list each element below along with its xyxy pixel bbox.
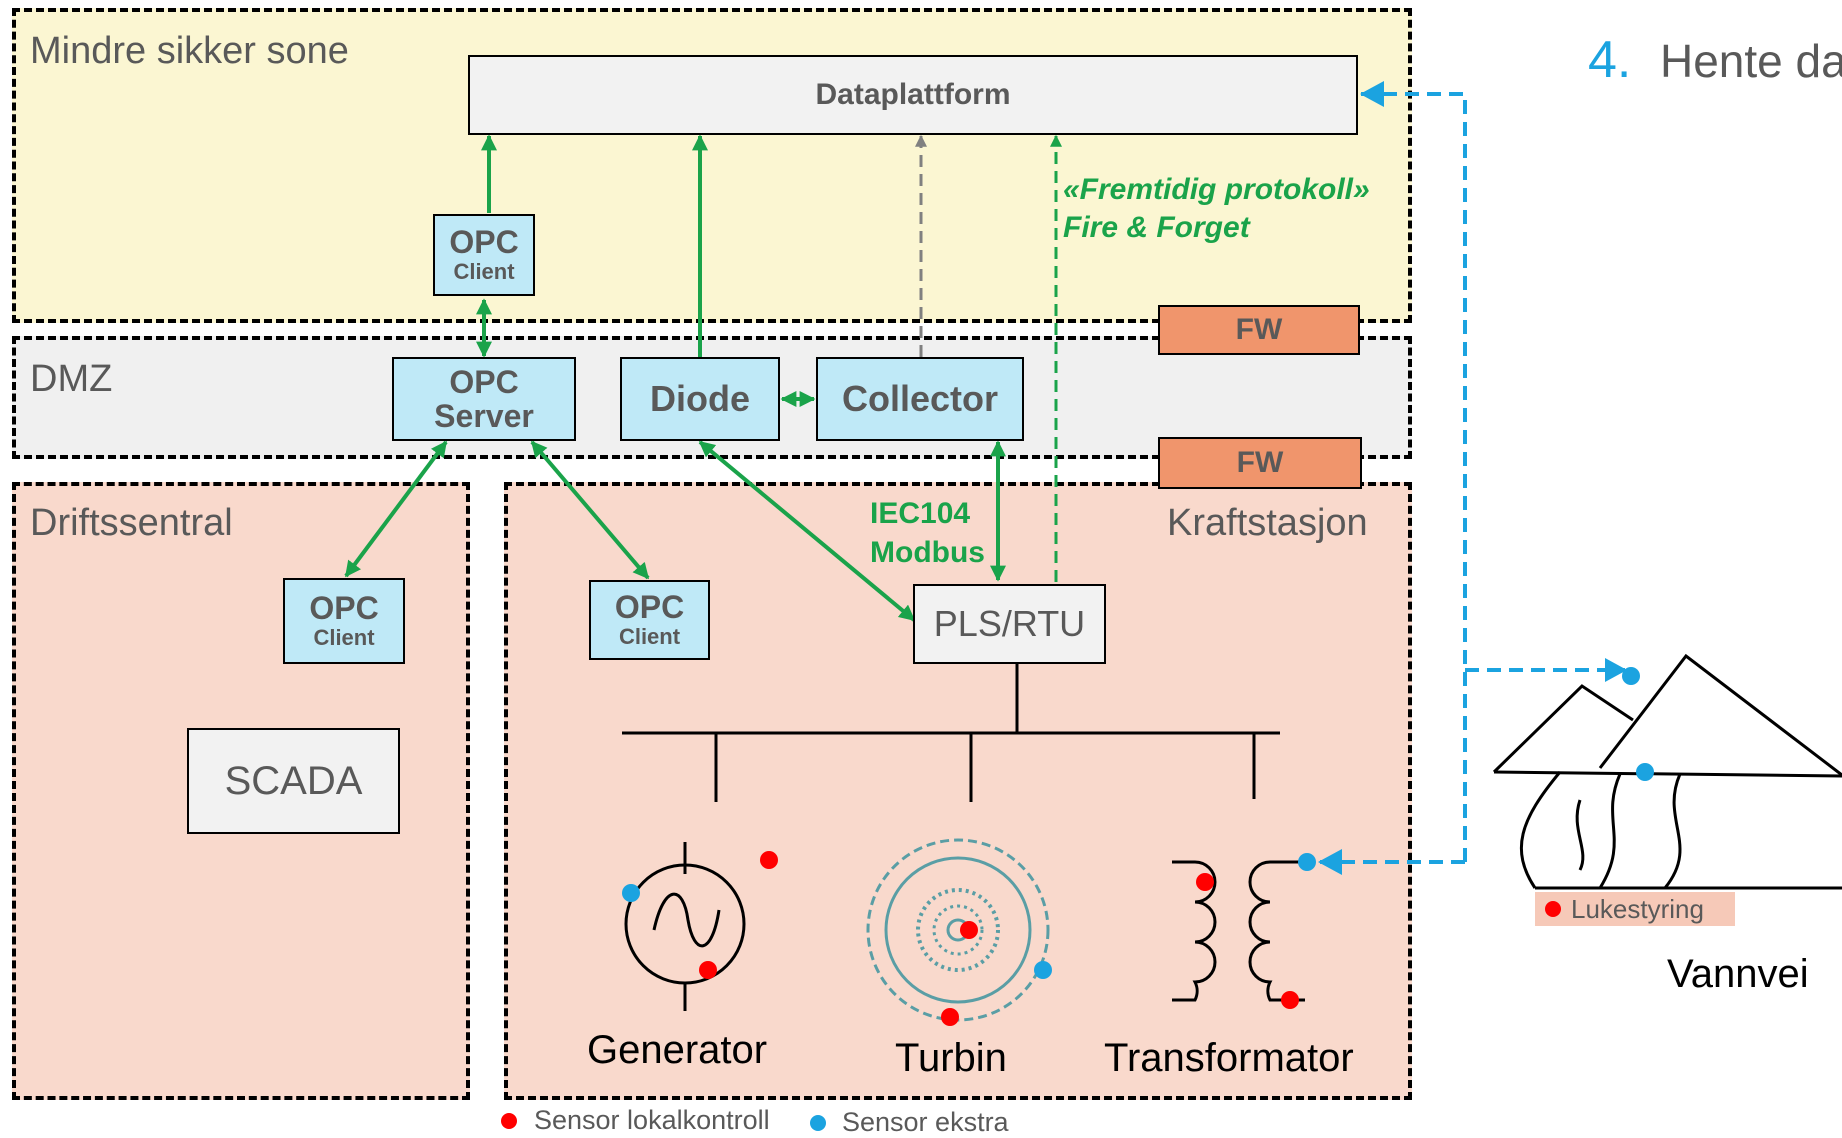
- legend-extra-label: Sensor ekstra: [842, 1107, 1009, 1137]
- collector-box[interactable]: Collector: [816, 357, 1024, 441]
- opc-client-mid-sub: Client: [618, 624, 681, 649]
- zone-label-plant: Kraftstasjon: [1167, 502, 1368, 544]
- opc-client-mid-title: OPC: [614, 589, 685, 625]
- opc-client-top[interactable]: OPC Client: [433, 214, 535, 296]
- gate-control-badge: Lukestyring: [1535, 892, 1735, 926]
- protocol-note-line1: «Fremtidig protokoll»: [1063, 173, 1370, 206]
- dataplatform-label: Dataplattform: [815, 78, 1011, 111]
- step-number: 4.: [1588, 31, 1632, 89]
- opc-client-left-sub: Client: [313, 625, 375, 650]
- gate-control-label: Lukestyring: [1571, 893, 1704, 924]
- arrow-opcserver-mid-client: [530, 440, 650, 580]
- diode-box[interactable]: Diode: [620, 357, 780, 441]
- iec-label-line1: IEC104: [870, 497, 971, 530]
- firewall-1[interactable]: FW: [1158, 305, 1360, 355]
- opc-client-top-title: OPC: [449, 224, 519, 260]
- waterway-label: Vannvei: [1667, 952, 1809, 996]
- blue-arrowhead-transformer: [1318, 849, 1342, 875]
- opc-server-sub: Server: [434, 398, 534, 434]
- diode-label: Diode: [649, 378, 750, 419]
- step-heading: Hente da: [1660, 35, 1842, 87]
- scada-box[interactable]: SCADA: [187, 728, 400, 834]
- turbine-symbol: [866, 838, 1050, 1022]
- transformer-symbol: [1172, 860, 1305, 1002]
- gate-control-dot: [1545, 901, 1561, 917]
- firewall-2[interactable]: FW: [1158, 437, 1362, 489]
- protocol-note-line2: Fire & Forget: [1063, 211, 1250, 244]
- firewall-1-label: FW: [1235, 313, 1283, 346]
- transformer-label: Transformator: [1104, 1036, 1354, 1080]
- blue-arrowhead-platform: [1360, 81, 1384, 107]
- dataplatform-box[interactable]: Dataplattform: [468, 55, 1358, 135]
- opc-server-title: OPC: [449, 364, 519, 400]
- sensor-dots: [501, 667, 1654, 1131]
- arrow-diode-plc: [698, 440, 916, 622]
- turbine-label: Turbin: [895, 1036, 1007, 1080]
- generator-symbol: [624, 842, 746, 1011]
- opc-client-mid[interactable]: OPC Client: [589, 580, 710, 660]
- arrow-opcserver-left-client: [344, 440, 448, 578]
- iec-label-line2: Modbus: [870, 536, 985, 569]
- legend-local-label: Sensor lokalkontroll: [534, 1105, 770, 1135]
- collector-label: Collector: [841, 378, 999, 419]
- blue-arrowhead-waterway: [1605, 658, 1627, 682]
- firewall-2-label: FW: [1236, 446, 1284, 479]
- zone-label-secure: Mindre sikker sone: [30, 30, 349, 72]
- opc-client-top-sub: Client: [453, 259, 515, 284]
- plc-rtu-label: PLS/RTU: [933, 603, 1086, 644]
- opc-client-left[interactable]: OPC Client: [283, 578, 405, 664]
- zone-label-control: Driftssentral: [30, 502, 233, 544]
- scada-label: SCADA: [224, 758, 363, 803]
- blue-route-main: [1360, 92, 1467, 862]
- opc-server[interactable]: OPC Server: [392, 357, 576, 441]
- generator-label: Generator: [587, 1028, 768, 1072]
- zone-label-dmz: DMZ: [30, 358, 113, 400]
- opc-client-left-title: OPC: [309, 590, 379, 626]
- waterway-illustration: [1492, 653, 1842, 890]
- plc-rtu-box[interactable]: PLS/RTU: [913, 584, 1106, 664]
